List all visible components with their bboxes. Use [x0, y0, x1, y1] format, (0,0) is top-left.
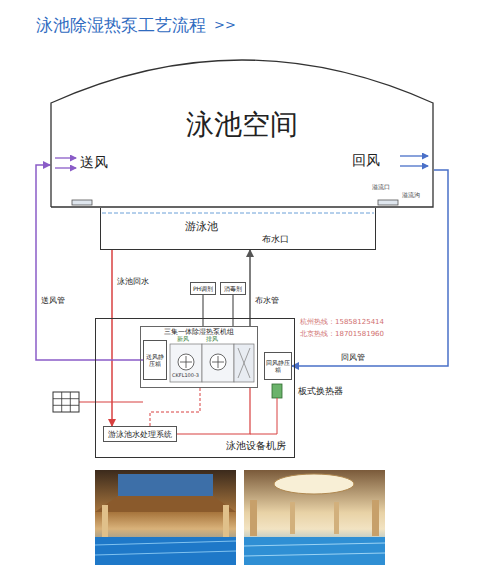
pipe-connector: [111, 250, 113, 426]
drawing-part: [244, 470, 385, 565]
radiator-icon: [53, 392, 79, 412]
drawing-part: [102, 505, 108, 537]
part-label: 新风: [177, 336, 189, 342]
drawing-part: [372, 500, 379, 536]
coil-symbol: [238, 348, 250, 378]
pool-photo: [95, 470, 236, 565]
return-arrow: [400, 165, 428, 166]
box-label: PH调剂: [193, 285, 213, 292]
hot-water-pipe: [277, 398, 278, 434]
box-label: 游泳池水处理系统: [108, 430, 172, 439]
drawing-part: [334, 502, 339, 534]
pipe-connector: [292, 170, 448, 366]
dome-outline: [51, 60, 433, 207]
hot-water-pipe: [79, 401, 143, 402]
supply-arrow: [55, 167, 76, 168]
hot-water-pipe: [150, 388, 200, 426]
part-label: 板式换热器: [298, 386, 343, 396]
space-name: 泳池空间: [50, 106, 434, 144]
dosing-box: PH调剂: [190, 282, 216, 295]
watermark: 北京热线：18701581960: [300, 330, 384, 338]
air-label: 送风: [80, 154, 108, 170]
supply-arrow: [55, 157, 76, 158]
unit-name: 三集一体除湿热泵机组: [141, 328, 257, 337]
box-label: 回风静压箱: [266, 359, 290, 373]
connector-label: 回风管: [340, 353, 366, 362]
swimming-pool: 游泳池: [100, 208, 376, 250]
connector-label: 布水管: [254, 296, 280, 305]
watermark: 杭州热线：15858125414: [300, 318, 384, 326]
model-number: CKFL100-3: [172, 373, 199, 379]
pool-photo: [244, 470, 385, 565]
heat-exchanger-symbol: [272, 384, 282, 398]
drawing-part: [95, 470, 236, 565]
plenum-box: 回风静压箱: [264, 352, 292, 380]
heat-pump-unit: 三集一体除湿热泵机组送风静压箱: [140, 326, 258, 388]
pipe-connector: [202, 295, 204, 326]
drawing-part: [53, 392, 79, 412]
part-label: 溢流口: [372, 184, 390, 191]
title-arrows: >>: [214, 18, 236, 33]
part-label: 溢流沟: [402, 192, 420, 199]
return-arrow: [400, 155, 428, 156]
unit-section: [234, 344, 254, 382]
drawing-part: [95, 496, 236, 512]
connector-label: 泳池回水: [116, 277, 150, 286]
process-box: 游泳池水处理系统: [103, 426, 177, 442]
pool-name: 游泳池: [185, 219, 218, 234]
drawing-part: [290, 502, 295, 534]
hot-water-pipe: [177, 388, 250, 434]
connector-label: 送风管: [40, 296, 66, 305]
room-name: 泳池设备机房: [226, 439, 286, 453]
drawing-part: [223, 505, 229, 537]
box-label: 送风静压箱: [145, 353, 165, 367]
air-label: 回风: [352, 152, 380, 168]
air-vent: [378, 200, 398, 205]
drawing-part: [244, 537, 385, 565]
drawing-part: [244, 543, 385, 556]
pipe-connector: [249, 250, 251, 326]
drawing-part: [53, 392, 79, 412]
dosing-box: 消毒剂: [220, 282, 246, 295]
drawing-part: [95, 541, 236, 555]
fan-blade: [180, 356, 224, 368]
air-vent: [72, 200, 92, 205]
part-label: 布水口: [262, 234, 289, 244]
drawing-part: [250, 500, 257, 536]
equipment-room: 泳池设备机房三集一体除湿热泵机组送风静压箱回风静压箱游泳池水处理系统: [95, 318, 295, 458]
drawing-part: [118, 474, 213, 496]
pipe-connector: [36, 165, 143, 360]
drawing-part: [274, 474, 354, 494]
coil-symbol: [238, 348, 250, 378]
drawing-part: [95, 537, 236, 565]
hot-water-pipe: [250, 434, 277, 435]
box-label: 消毒剂: [224, 285, 242, 292]
pipe-connector: [232, 295, 234, 326]
plenum-box: 送风静压箱: [143, 340, 167, 380]
part-label: 排风: [206, 336, 218, 342]
water-line: [102, 213, 374, 214]
diagram-title: 泳池除湿热泵工艺流程: [36, 16, 206, 36]
